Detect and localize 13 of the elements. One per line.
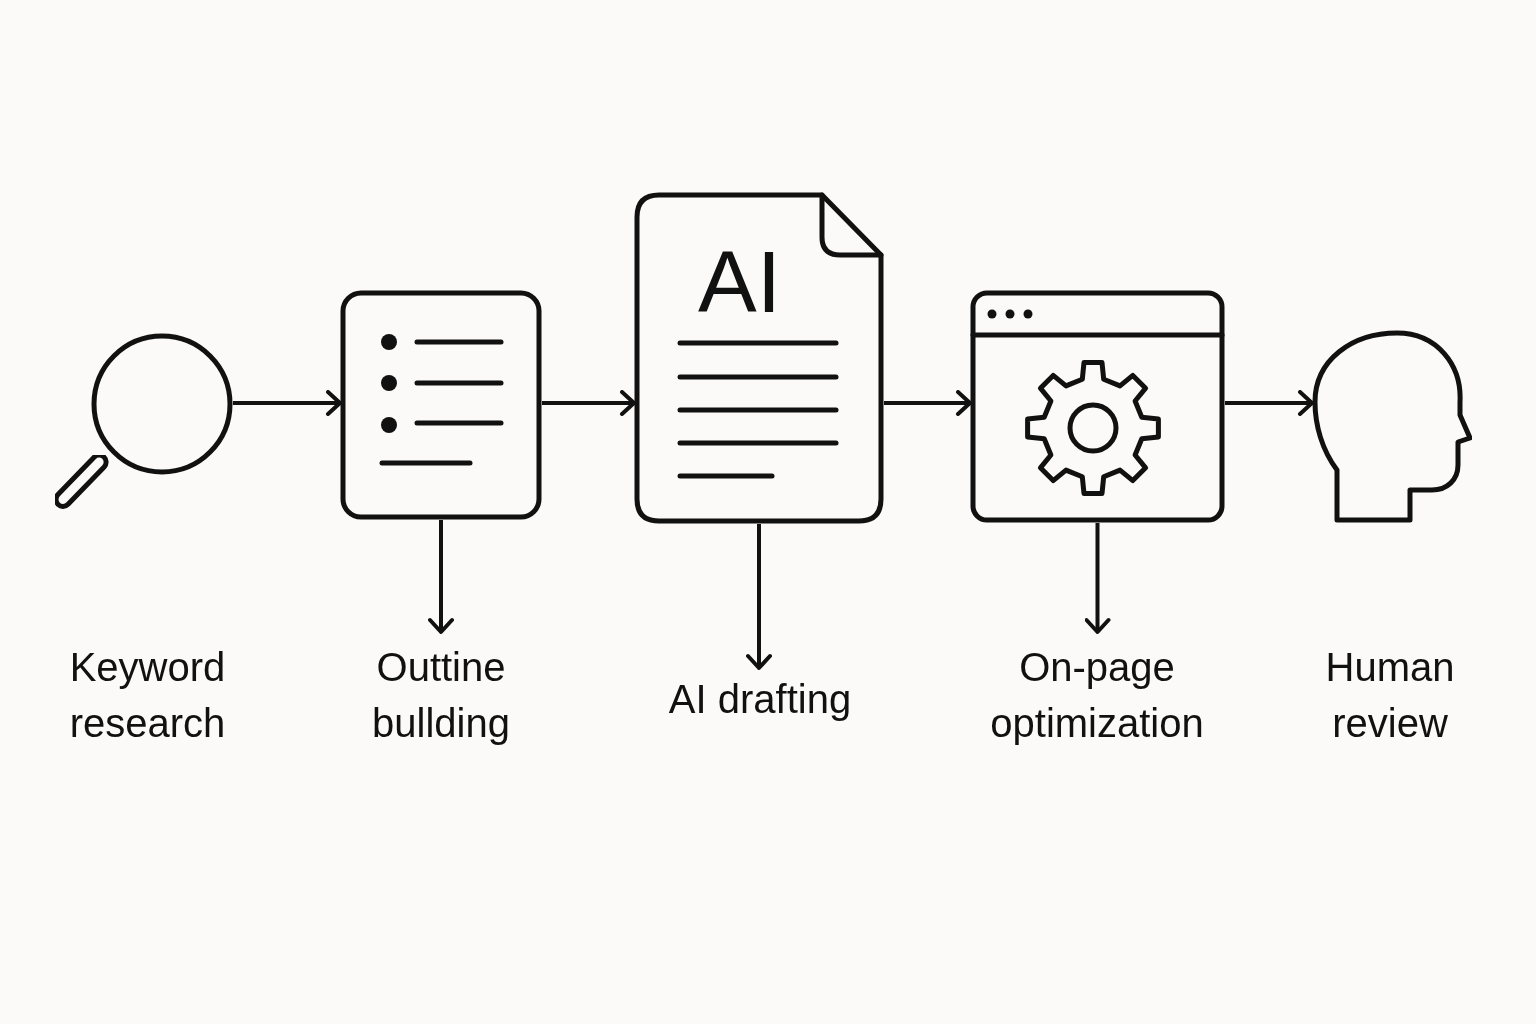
step-label: On-page optimization <box>989 643 1205 747</box>
arrow <box>884 390 972 416</box>
arrow <box>1084 523 1111 634</box>
arrow <box>746 524 772 670</box>
arrow <box>1225 390 1314 416</box>
arrow <box>233 390 342 416</box>
arrow <box>428 520 454 634</box>
step-label: Human review <box>1324 643 1456 747</box>
arrow <box>542 390 636 416</box>
step-label: Outtine bullding <box>371 643 511 747</box>
step-label: AI drafting <box>668 676 852 723</box>
ai-heading: AI <box>698 238 782 326</box>
step-label: Keyword research <box>68 643 227 747</box>
